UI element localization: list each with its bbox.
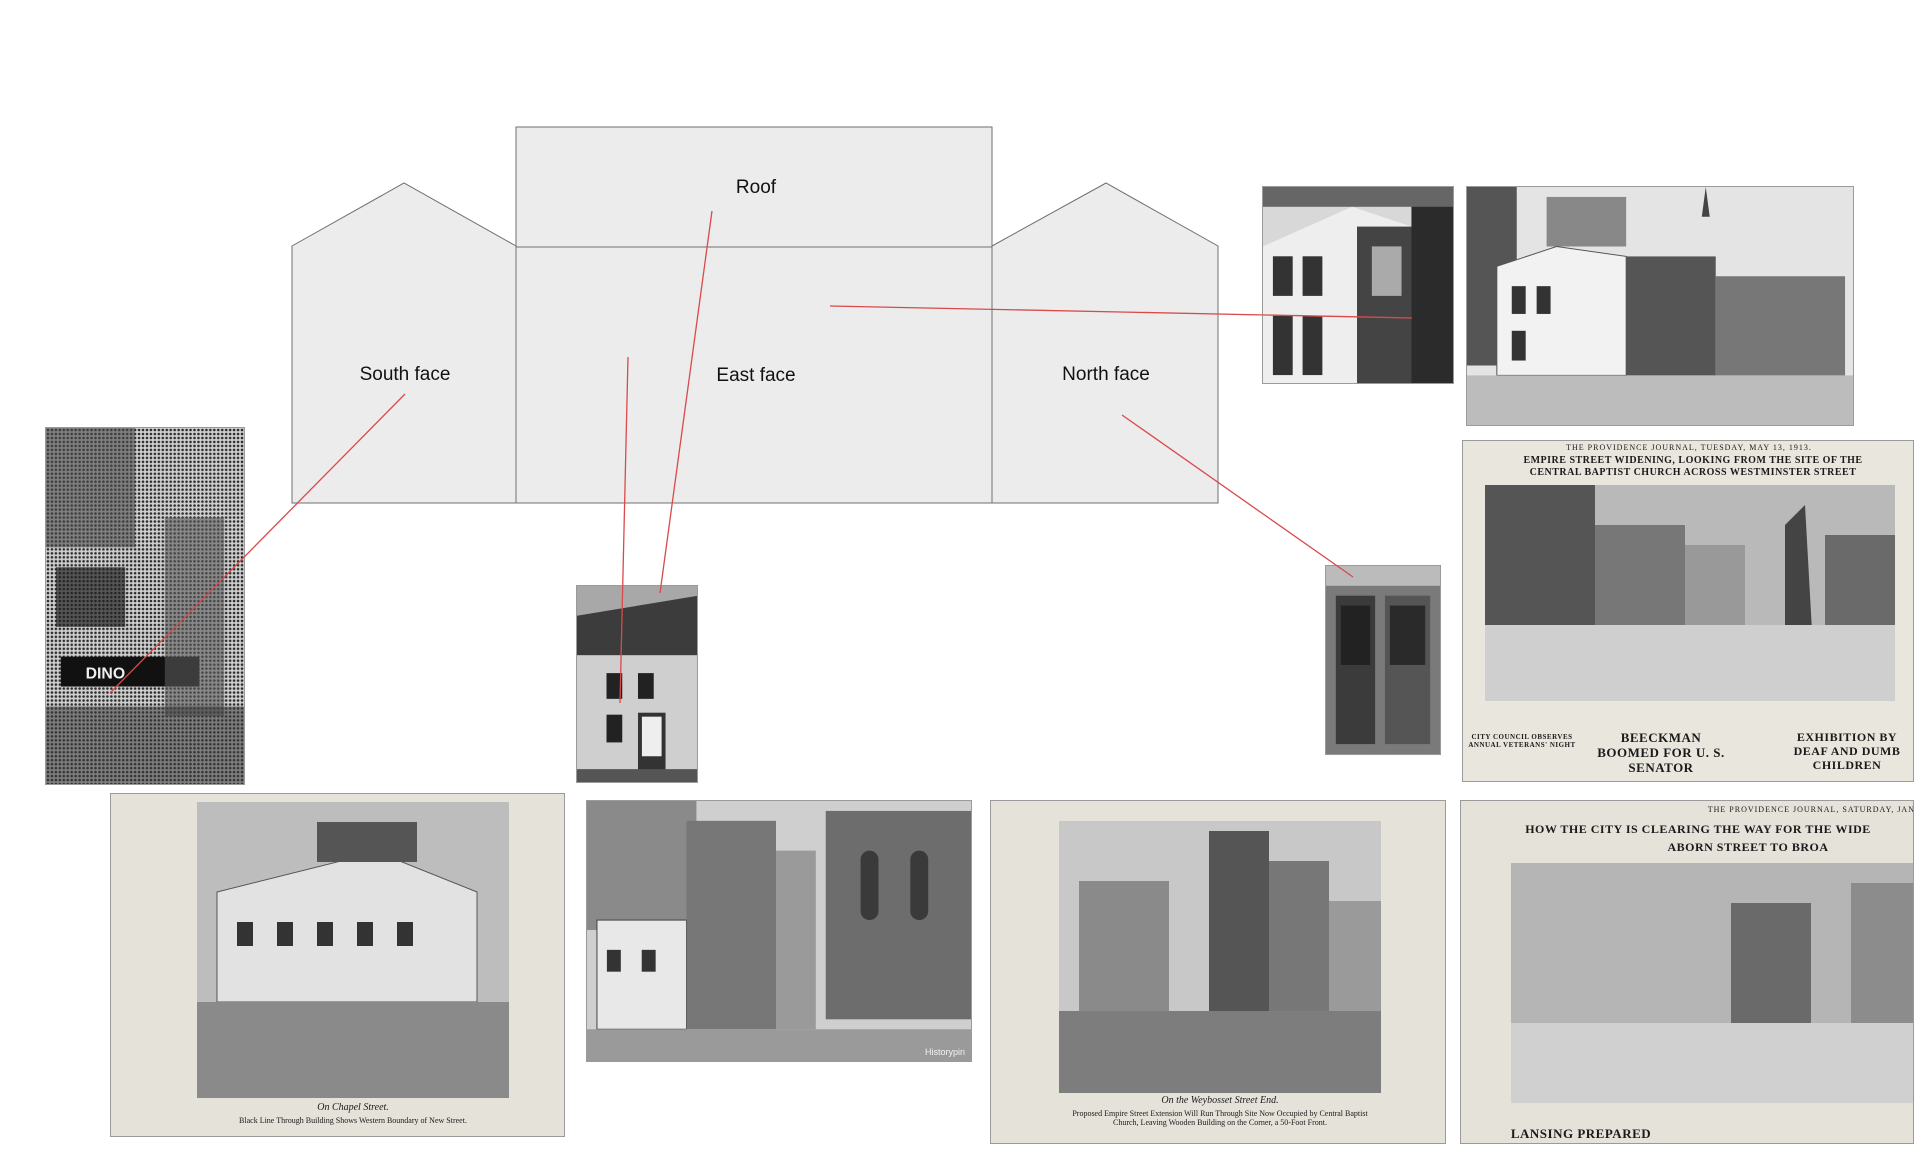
chapel-street-caption: On Chapel Street. xyxy=(317,1102,389,1113)
journal-tuesday-bottom-headline-3: CITY COUNCIL OBSERVES ANNUAL VETERANS' N… xyxy=(1468,733,1576,750)
chapel-street-photo xyxy=(197,802,509,1098)
north-face-panel xyxy=(991,182,1219,504)
journal-saturday-headline-2: ABORN STREET TO BROA xyxy=(1667,840,1829,854)
weybosset-street-photo xyxy=(1059,821,1381,1093)
journal-tuesday-bottom-headline-2: EXHIBITION BY DEAF AND DUMB CHILDREN xyxy=(1793,730,1901,772)
demolition-street-photo xyxy=(1466,186,1854,426)
storefront-crop-photo xyxy=(1325,565,1441,755)
brick-building-photo: Historypin xyxy=(586,800,972,1062)
south-face-label: South face xyxy=(359,364,451,385)
north-face-label: North face xyxy=(1062,364,1150,385)
svg-text:DINO: DINO xyxy=(86,666,126,683)
journal-tuesday-bottom-headline-1: BEECKMAN BOOMED FOR U. S. SENATOR xyxy=(1597,730,1725,775)
weybosset-street-subcaption: Proposed Empire Street Extension Will Ru… xyxy=(1072,1109,1368,1128)
journal-saturday-masthead: THE PROVIDENCE JOURNAL, SATURDAY, JAN xyxy=(1707,805,1914,814)
east-face-label: East face xyxy=(716,365,796,386)
south-face-panel xyxy=(291,182,517,504)
journal-saturday-photo xyxy=(1511,863,1913,1103)
journal-saturday-bottom-headline: LANSING PREPARED xyxy=(1510,1126,1652,1141)
chapel-street-clipping: On Chapel Street. Black Line Through Bui… xyxy=(110,793,565,1137)
journal-tuesday-headline: EMPIRE STREET WIDENING, LOOKING FROM THE… xyxy=(1523,455,1863,478)
providence-journal-tuesday-clipping: THE PROVIDENCE JOURNAL, TUESDAY, MAY 13,… xyxy=(1462,440,1914,782)
journal-tuesday-masthead: THE PROVIDENCE JOURNAL, TUESDAY, MAY 13,… xyxy=(1566,443,1812,452)
roof-label: Roof xyxy=(735,177,777,198)
providence-journal-saturday-clipping: THE PROVIDENCE JOURNAL, SATURDAY, JAN HO… xyxy=(1460,800,1914,1144)
demolition-closeup-photo xyxy=(1262,186,1454,384)
chapel-street-subcaption: Black Line Through Building Shows Wester… xyxy=(239,1116,467,1125)
roof-panel xyxy=(515,126,993,248)
journal-tuesday-photo xyxy=(1485,485,1895,701)
wooden-house-crop-photo xyxy=(576,585,698,783)
weybosset-street-clipping: On the Weybosset Street End. Proposed Em… xyxy=(990,800,1446,1144)
halftone-storefront-photo: DINO xyxy=(45,427,245,785)
weybosset-street-caption: On the Weybosset Street End. xyxy=(1161,1095,1279,1106)
east-face-panel xyxy=(515,246,993,504)
historypin-watermark: Historypin xyxy=(924,1047,965,1057)
journal-saturday-headline-1: HOW THE CITY IS CLEARING THE WAY FOR THE… xyxy=(1525,822,1871,836)
